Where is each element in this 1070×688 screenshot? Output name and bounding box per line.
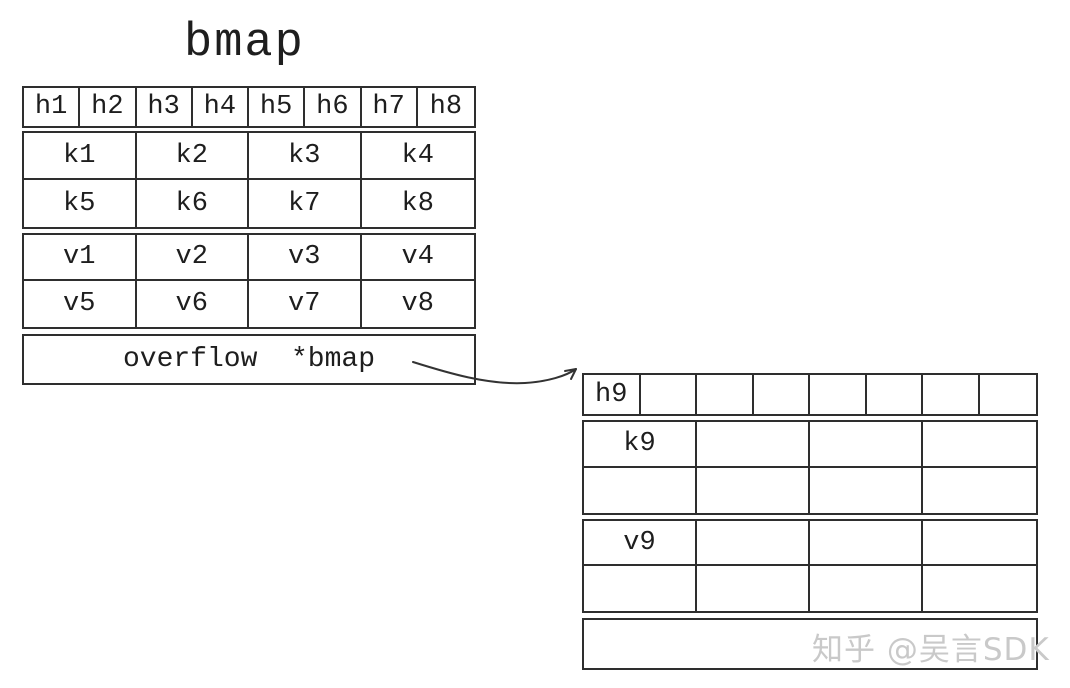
key-cell-empty — [697, 467, 810, 513]
overflow-bmap-bucket: h9 k9 — [582, 373, 1038, 670]
tophash-cell-empty — [980, 375, 1037, 414]
keys-row-1: k1 k2 k3 k4 — [24, 133, 474, 180]
value-cell-empty — [810, 521, 923, 564]
tophash-cell-h4: h4 — [193, 88, 249, 126]
overflow-values-block: v9 — [582, 519, 1038, 613]
key-cell-empty — [810, 467, 923, 513]
value-cell-v3: v3 — [249, 235, 362, 279]
main-bmap-bucket: h1 h2 h3 h4 h5 h6 h7 h8 k1 k2 k3 k4 k5 k… — [22, 86, 476, 385]
overflow-keys-row-2 — [584, 467, 1036, 514]
value-cell-v9: v9 — [584, 521, 697, 564]
keys-block: k1 k2 k3 k4 k5 k6 k7 k8 — [22, 131, 476, 229]
value-cell-empty — [697, 521, 810, 564]
values-row-1: v1 v2 v3 v4 — [24, 235, 474, 281]
tophash-block: h1 h2 h3 h4 h5 h6 h7 h8 — [22, 86, 476, 128]
key-cell-k5: k5 — [24, 180, 137, 227]
overflow-keys-row-1: k9 — [584, 422, 1036, 468]
key-cell-k2: k2 — [137, 133, 249, 178]
overflow-pointer-arrow — [412, 361, 577, 385]
keys-row-2: k5 k6 k7 k8 — [24, 180, 474, 227]
tophash-cell-empty — [810, 375, 867, 414]
key-cell-k6: k6 — [137, 180, 249, 227]
key-cell-k1: k1 — [24, 133, 137, 178]
key-cell-empty — [923, 468, 1036, 514]
tophash-cell-empty — [641, 375, 697, 414]
tophash-cell-empty — [697, 375, 754, 414]
values-block: v1 v2 v3 v4 v5 v6 v7 v8 — [22, 233, 476, 329]
value-cell-empty — [810, 566, 923, 611]
value-cell-v8: v8 — [401, 289, 434, 319]
key-cell-empty — [923, 422, 1036, 466]
overflow-row: overflow *bmap — [24, 336, 474, 383]
tophash-cell-h8: h8 — [429, 92, 463, 122]
overflow-tophash-block: h9 — [582, 373, 1038, 416]
tophash-cell-empty — [923, 375, 980, 414]
tophash-cell-h3: h3 — [137, 88, 193, 126]
key-cell-empty — [810, 422, 923, 466]
tophash-cell-empty — [754, 375, 810, 414]
overflow-tophash-row: h9 — [584, 375, 1036, 414]
value-cell-empty — [697, 566, 810, 611]
value-cell-v1: v1 — [24, 235, 137, 279]
overflow-values-row-1: v9 — [584, 521, 1036, 566]
key-cell-k4: k4 — [401, 140, 434, 171]
overflow-values-row-2 — [584, 566, 1036, 611]
value-cell-v6: v6 — [137, 281, 249, 327]
tophash-cell-h5: h5 — [249, 88, 306, 126]
key-cell-k7: k7 — [249, 180, 362, 227]
watermark: 知乎 @吴言SDK — [812, 632, 1050, 668]
key-cell-k3: k3 — [249, 133, 362, 178]
tophash-cell-h1: h1 — [24, 88, 81, 126]
value-cell-empty — [923, 566, 1036, 611]
tophash-cell-empty — [867, 375, 923, 414]
value-cell-empty — [923, 521, 1036, 564]
overflow-overflow-block — [582, 618, 1038, 670]
tophash-cell-h6: h6 — [305, 88, 362, 126]
tophash-row: h1 h2 h3 h4 h5 h6 h7 h8 — [24, 88, 474, 126]
overflow-block: overflow *bmap — [22, 334, 476, 385]
tophash-cell-h9: h9 — [584, 375, 641, 414]
key-cell-empty — [584, 467, 697, 513]
key-cell-empty — [697, 422, 810, 466]
value-cell-v5: v5 — [24, 281, 137, 327]
values-row-2: v5 v6 v7 v8 — [24, 281, 474, 327]
value-cell-v7: v7 — [249, 281, 362, 327]
tophash-cell-h2: h2 — [80, 88, 137, 126]
value-cell-v4: v4 — [401, 242, 434, 272]
bmap-title: bmap — [184, 17, 305, 70]
value-cell-empty — [584, 566, 697, 611]
key-cell-k9: k9 — [584, 422, 697, 466]
tophash-cell-h7: h7 — [362, 88, 418, 126]
overflow-keys-block: k9 — [582, 420, 1038, 515]
overflow-pointer-label: overflow *bmap — [122, 344, 376, 375]
key-cell-k8: k8 — [401, 188, 434, 219]
value-cell-v2: v2 — [137, 235, 249, 279]
